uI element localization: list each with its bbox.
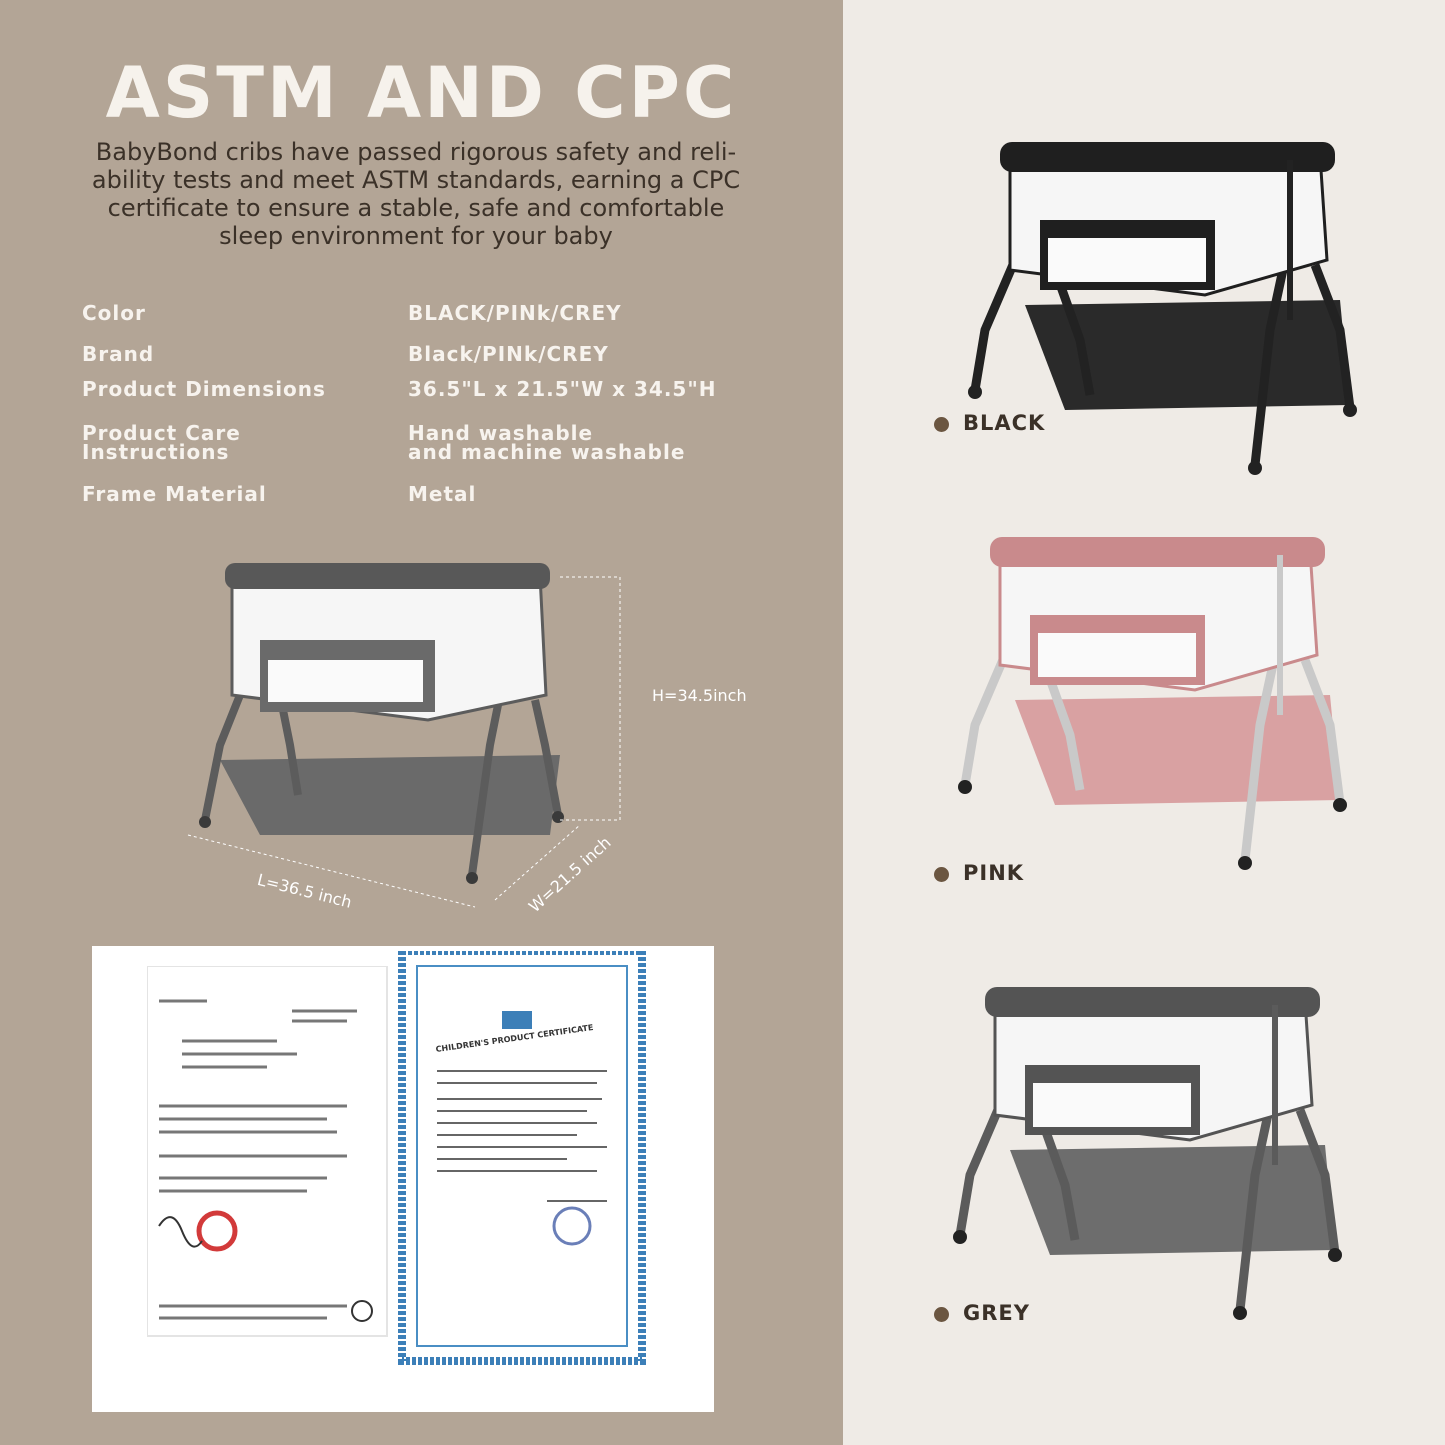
color-dot: [934, 417, 949, 432]
spec-value-dimensions: 36.5"L x 21.5"W x 34.5"H: [408, 377, 717, 401]
spec-value-brand: Black/PINk/CREY: [408, 342, 609, 366]
dimension-crib-illustration: [187, 563, 621, 908]
spec-label-color: Color: [82, 301, 146, 325]
crib-black-image: [968, 142, 1357, 475]
intro-line: certificate to ensure a stable, safe and…: [107, 194, 725, 222]
spec-label-brand: Brand: [82, 342, 155, 366]
intro-line: BabyBond cribs have passed rigorous safe…: [95, 138, 737, 166]
color-dot: [934, 1307, 949, 1322]
intro-line: sleep environment for your baby: [219, 222, 613, 250]
certificates-image: CHILDREN'S PRODUCT CERTIFICATE: [92, 946, 714, 1412]
swatch-pink: PINK: [934, 861, 1134, 887]
spec-label-care-line: Instructions: [82, 440, 230, 464]
swatch-grey-label: GREY: [963, 1301, 1030, 1325]
spec-value-care-line: and machine washable: [408, 440, 686, 464]
spec-value-care-line: Hand washable: [408, 421, 594, 445]
intro-text: BabyBond cribs have passed rigorous safe…: [60, 138, 772, 250]
dimension-height-label: H=34.5inch: [652, 686, 747, 705]
crib-grey-image: [953, 987, 1342, 1320]
spec-value-care: Hand washable and machine washable: [408, 421, 828, 464]
test-report-document: [147, 966, 388, 1337]
spec-value-frame: Metal: [408, 482, 477, 506]
swatch-black-label: BLACK: [963, 411, 1046, 435]
color-dot: [934, 867, 949, 882]
intro-line: ability tests and meet ASTM standards, e…: [91, 166, 741, 194]
spec-label-dimensions: Product Dimensions: [82, 377, 326, 401]
spec-value-color: BLACK/PINk/CREY: [408, 301, 622, 325]
cpc-certificate-document: [398, 951, 646, 1365]
swatch-black: BLACK: [934, 411, 1134, 437]
page-title: ASTM AND CPC: [105, 52, 738, 134]
spec-label-frame: Frame Material: [82, 482, 267, 506]
spec-label-care: Product Care Instructions: [82, 421, 382, 464]
swatch-pink-label: PINK: [963, 861, 1025, 885]
spec-label-care-line: Product Care: [82, 421, 241, 445]
crib-pink-image: [958, 537, 1347, 870]
swatch-grey: GREY: [934, 1301, 1134, 1327]
